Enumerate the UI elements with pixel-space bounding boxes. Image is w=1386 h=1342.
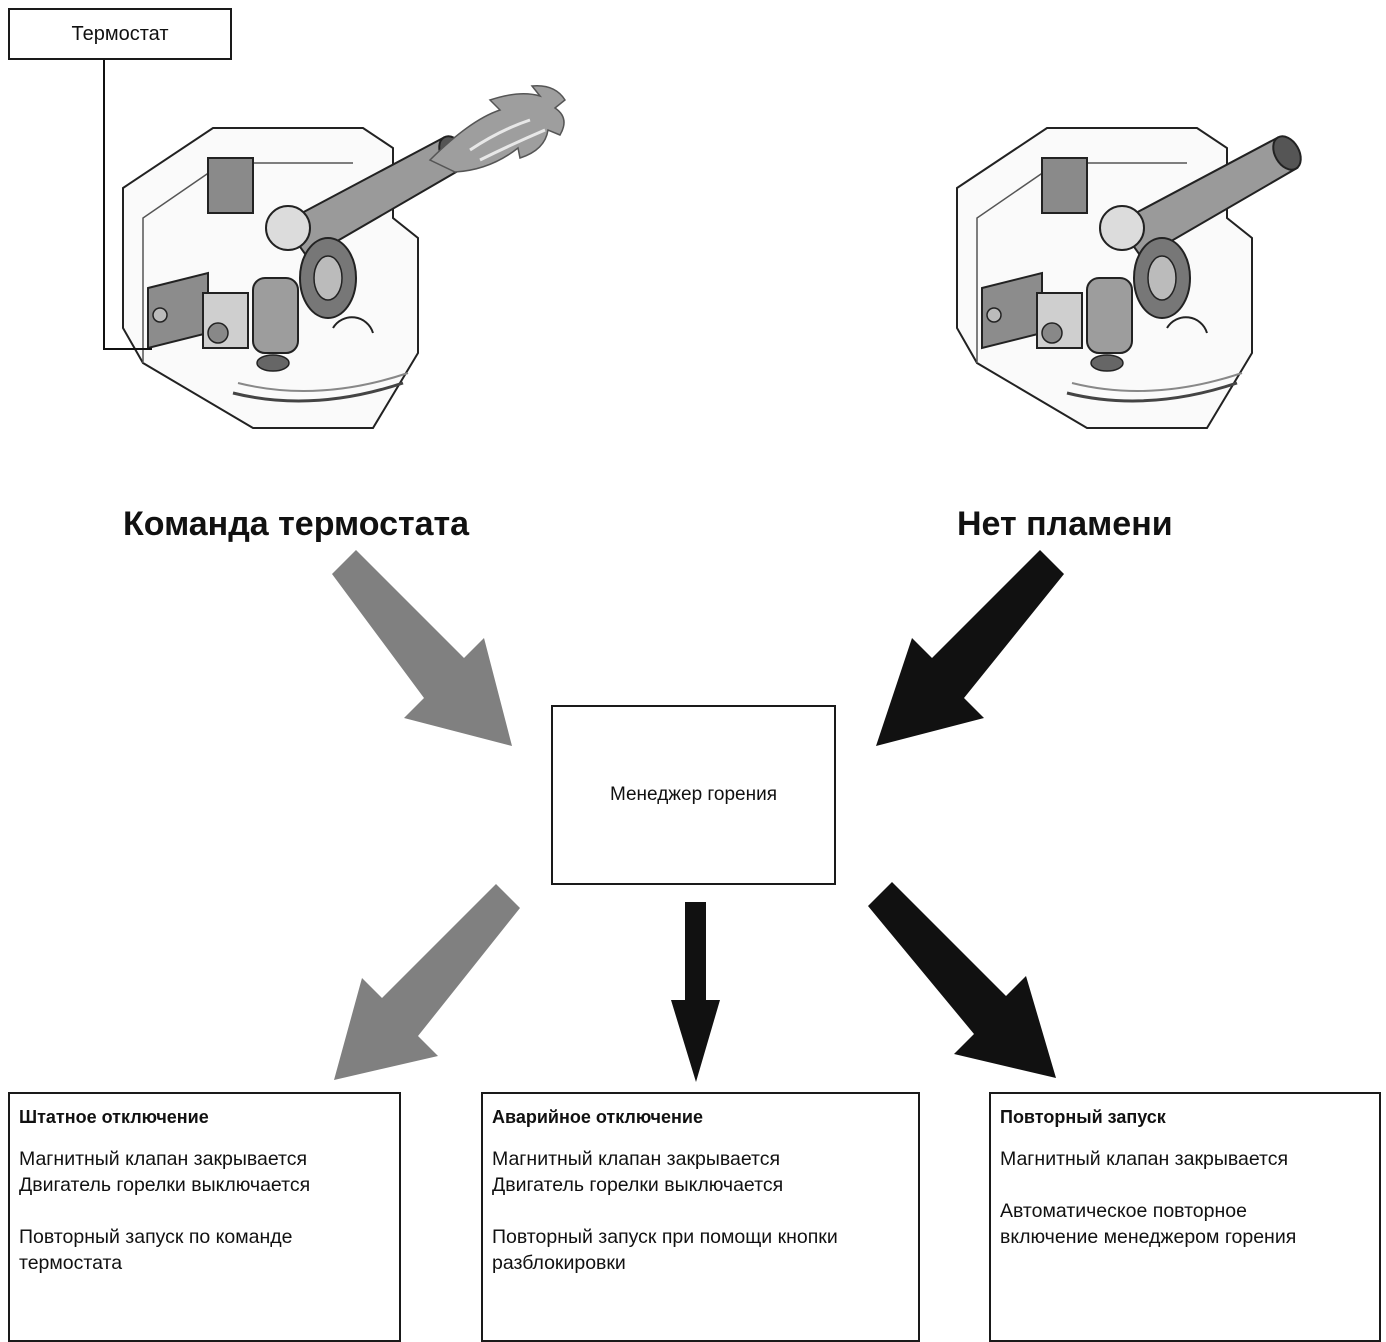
restart-arrow xyxy=(868,882,1056,1078)
thermostat-label: Термостат xyxy=(71,22,169,45)
normal-shutdown-box: Штатное отключение Магнитный клапан закр… xyxy=(8,1092,401,1342)
outcome-note: Повторный запуск по команде термостата xyxy=(19,1226,293,1274)
thermostat-command-arrow xyxy=(332,550,512,746)
restart-box: Повторный запуск Магнитный клапан закрыв… xyxy=(989,1092,1381,1342)
outcome-title: Повторный запуск xyxy=(1000,1107,1166,1127)
emergency-shutdown-box: Аварийное отключение Магнитный клапан за… xyxy=(481,1092,920,1342)
outcome-line: Магнитный клапан закрывается xyxy=(1000,1148,1289,1170)
outcome-line: Двигатель горелки выключается xyxy=(492,1174,784,1196)
outcome-line: Магнитный клапан закрывается xyxy=(19,1148,308,1170)
outcome-line: Магнитный клапан закрывается xyxy=(492,1148,781,1170)
burner-without-flame-illustration xyxy=(955,126,1308,430)
no-flame-arrow xyxy=(876,550,1064,746)
outcome-line: Двигатель горелки выключается xyxy=(19,1174,311,1196)
burner-with-flame-illustration xyxy=(121,126,474,430)
normal-shutdown-arrow xyxy=(334,884,520,1080)
thermostat-box: Термостат xyxy=(8,8,232,60)
outcome-note: Повторный запуск при помощи кнопки разбл… xyxy=(492,1226,838,1274)
outcome-title: Аварийное отключение xyxy=(492,1107,703,1127)
flame-icon xyxy=(428,85,566,173)
outcome-title: Штатное отключение xyxy=(19,1107,209,1127)
emergency-shutdown-arrow xyxy=(671,902,720,1082)
thermostat-command-label: Команда термостата xyxy=(123,505,470,543)
outcome-note: Автоматическое повторное включение менед… xyxy=(1000,1200,1297,1248)
thermostat-wire xyxy=(103,60,152,350)
combustion-manager-label: Менеджер горения xyxy=(609,784,778,805)
no-flame-label: Нет пламени xyxy=(957,505,1173,543)
combustion-manager-box: Менеджер горения xyxy=(551,705,836,885)
